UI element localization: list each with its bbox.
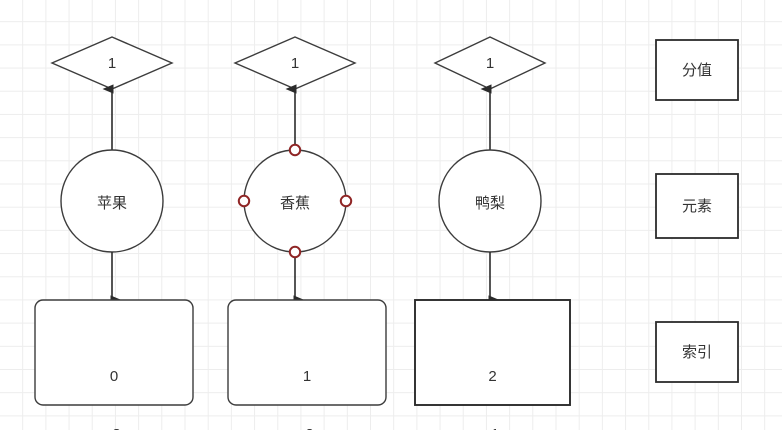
element-circle-3[interactable] (438, 149, 542, 253)
column-1-group (34, 36, 194, 406)
index-rect-1[interactable] (34, 299, 194, 406)
legend-box-index[interactable] (655, 321, 739, 383)
legend-box-score[interactable] (655, 39, 739, 101)
connection-handle-south[interactable] (288, 245, 302, 259)
connection-handle-north[interactable] (288, 143, 302, 157)
element-circle-1[interactable] (60, 149, 164, 253)
index-rect-3[interactable] (414, 299, 571, 406)
index-rect-2[interactable] (227, 299, 387, 406)
element-circle-2[interactable] (243, 149, 347, 253)
column-3-group (414, 36, 571, 406)
score-diamond-2[interactable] (233, 36, 357, 90)
legend-group (655, 39, 739, 383)
score-diamond-3[interactable] (433, 36, 547, 90)
connection-handle-west[interactable] (237, 194, 251, 208)
connection-handle-east[interactable] (339, 194, 353, 208)
score-diamond-1[interactable] (50, 36, 174, 90)
legend-box-element[interactable] (655, 173, 739, 239)
column-2-group (227, 36, 387, 406)
